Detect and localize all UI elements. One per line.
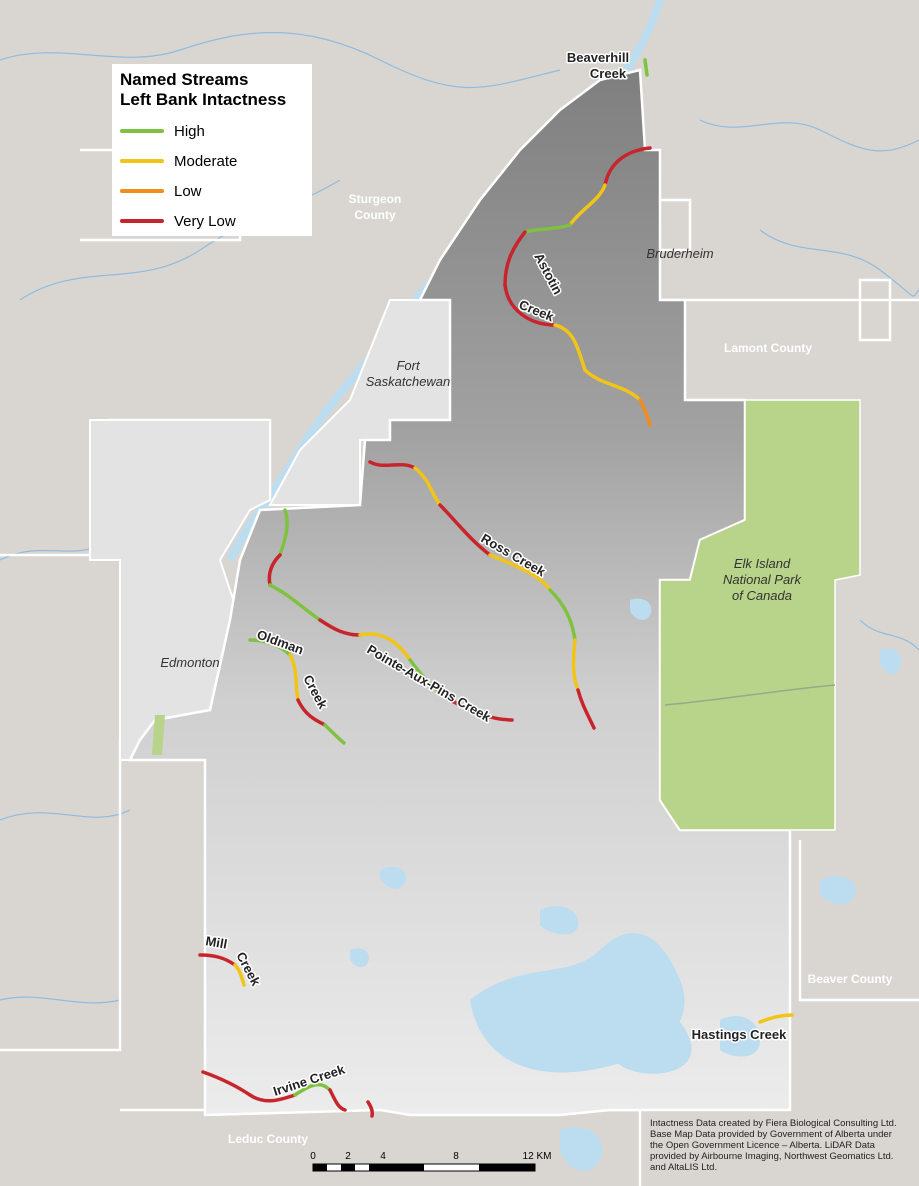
place-labels: Sturgeon County Bruderheim Lamont County… xyxy=(160,192,892,1146)
label-lamont-county: Lamont County xyxy=(724,341,812,355)
legend: Named Streams Left Bank Intactness High … xyxy=(112,64,312,236)
label-elk-island-2: National Park xyxy=(723,572,803,587)
legend-swatch-moderate xyxy=(120,159,164,163)
label-beaver-county: Beaver County xyxy=(808,972,893,986)
credits-line-1: Intactness Data created by Fiera Biologi… xyxy=(650,1118,897,1129)
stream-astotin xyxy=(503,146,652,427)
legend-item-moderate: Moderate xyxy=(120,146,304,176)
stream-beaverhill xyxy=(643,58,649,77)
map-credits: Intactness Data created by Fiera Biologi… xyxy=(650,1118,918,1173)
stream-mill xyxy=(198,953,246,987)
scale-tick-0: 0 xyxy=(310,1151,316,1162)
scale-tick-4: 4 xyxy=(380,1151,386,1162)
named-streams xyxy=(198,58,794,1118)
credits-line-2: Base Map Data provided by Government of … xyxy=(650,1129,892,1140)
legend-title-1: Named Streams xyxy=(120,70,249,89)
label-fort-sask-1: Fort xyxy=(396,358,421,373)
legend-item-high: High xyxy=(120,116,304,146)
scale-bar: 0 2 4 8 12 KM xyxy=(310,1151,552,1172)
legend-swatch-very-low xyxy=(120,219,164,223)
label-elk-island-1: Elk Island xyxy=(734,556,791,571)
legend-label-moderate: Moderate xyxy=(174,152,238,170)
legend-label-very-low: Very Low xyxy=(174,212,236,230)
scale-tick-2: 2 xyxy=(345,1151,351,1162)
stream-pointe-aux-pins xyxy=(267,508,514,722)
label-sturgeon-county-2: County xyxy=(354,208,396,222)
credits-line-3: the Open Government Licence – Alberta. L… xyxy=(650,1140,875,1151)
label-edmonton: Edmonton xyxy=(160,655,219,670)
stream-hastings xyxy=(758,1013,794,1024)
scale-tick-12: 12 KM xyxy=(523,1151,552,1162)
scale-tick-8: 8 xyxy=(453,1151,459,1162)
label-fort-sask-2: Saskatchewan xyxy=(366,374,451,389)
legend-swatch-low xyxy=(120,189,164,193)
label-leduc-county: Leduc County xyxy=(228,1132,308,1146)
lakes xyxy=(350,598,902,1171)
label-elk-island-3: of Canada xyxy=(732,588,792,603)
legend-label-high: High xyxy=(174,122,205,140)
stream-irvine xyxy=(201,1070,375,1118)
credits-line-5: and AltaLIS Ltd. xyxy=(650,1162,718,1173)
park-road xyxy=(664,684,836,706)
label-hastings: Hastings Creek xyxy=(692,1027,787,1042)
label-beaverhill-2: Creek xyxy=(590,66,627,81)
legend-label-low: Low xyxy=(174,182,202,200)
legend-swatch-high xyxy=(120,129,164,133)
label-beaverhill-1: Beaverhill xyxy=(567,50,629,65)
stream-oldman xyxy=(248,638,346,745)
credits-line-4: provided by Airbourne Imaging, Northwest… xyxy=(650,1151,894,1162)
label-sturgeon-county-1: Sturgeon xyxy=(349,192,402,206)
legend-item-very-low: Very Low xyxy=(120,206,304,236)
park-strip xyxy=(152,715,165,755)
legend-title-2: Left Bank Intactness xyxy=(120,90,287,109)
elk-island-park xyxy=(659,399,861,831)
stream-ross xyxy=(368,460,596,730)
label-mill-1: Mill xyxy=(204,933,228,952)
label-bruderheim: Bruderheim xyxy=(646,246,713,261)
legend-item-low: Low xyxy=(120,176,304,206)
